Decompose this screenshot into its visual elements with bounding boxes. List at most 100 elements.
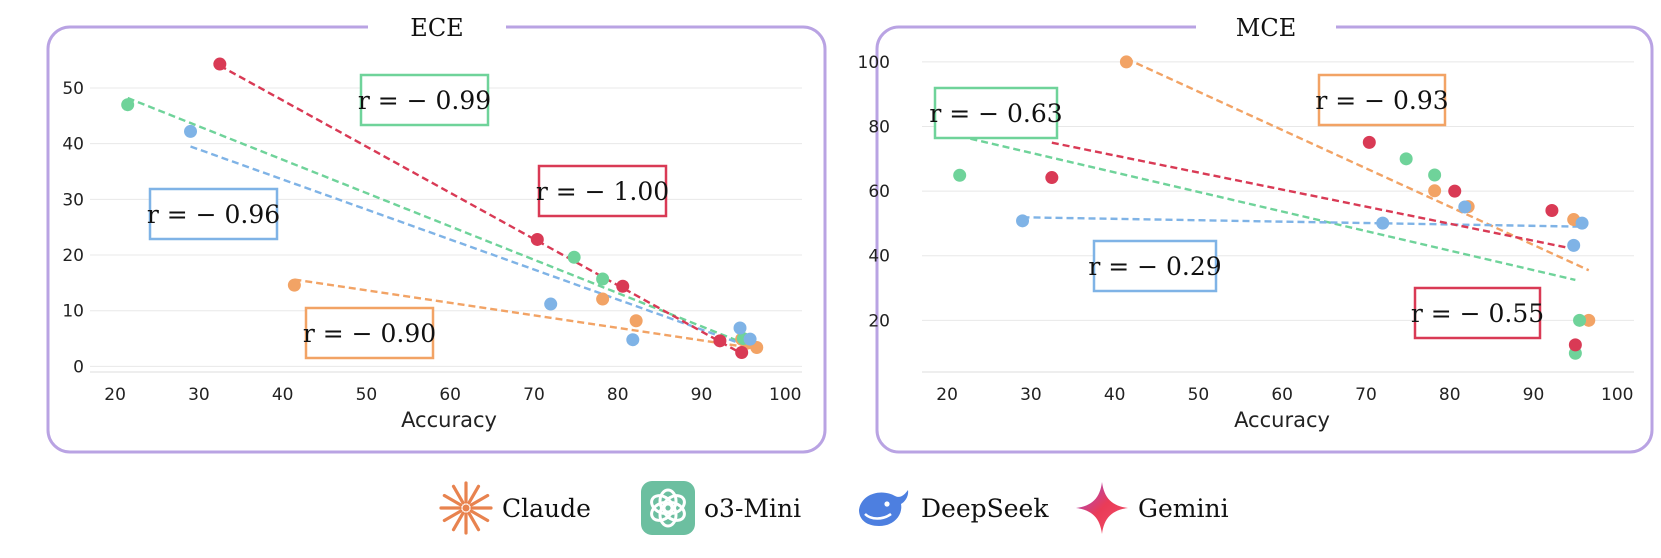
mce-fit-line-deepseek [1022, 216, 1583, 228]
legend-label-deepseek: DeepSeek [921, 493, 1049, 523]
ece-panel-title: ECE [410, 14, 463, 42]
ece-point-gemini [530, 232, 544, 246]
ece-title-gap [368, 20, 506, 34]
ece-r-box-claude [304, 306, 435, 360]
mce-title-gap [1196, 20, 1336, 34]
mce-r-box-gemini [1413, 286, 1542, 340]
mce-x-tick-label: 40 [1104, 385, 1126, 405]
mce-point-gemini [1362, 135, 1376, 149]
mce-point-o3mini [1399, 152, 1413, 166]
legend-item-o3-mini: o3-Mini [640, 480, 801, 536]
mce-y-tick-label: 100 [858, 53, 890, 73]
mce-r-box-claude [1317, 73, 1447, 127]
ece-point-claude [629, 314, 643, 328]
mce-fit-line-gemini [1051, 141, 1576, 251]
ece-x-tick-label: 70 [523, 385, 545, 405]
mce-point-o3mini [953, 168, 967, 182]
mce-point-deepseek [1376, 216, 1390, 230]
mce-point-claude [1428, 184, 1442, 198]
mce-r-label-o3mini: r = − 0.63 [929, 99, 1062, 128]
ece-point-deepseek [544, 297, 558, 311]
legend-item-gemini: Gemini [1074, 480, 1229, 536]
openai-knot-icon [641, 481, 695, 535]
mce-y-tick-label: 20 [868, 311, 890, 331]
ece-r-label-o3mini: r = − 0.99 [358, 86, 491, 115]
legend-item-deepseek: DeepSeek [853, 480, 1049, 536]
ece-point-gemini [213, 57, 227, 71]
ece-point-claude [596, 292, 610, 306]
ece-r-label-gemini: r = − 1.00 [536, 177, 669, 206]
legend-label-o3-mini: o3-Mini [704, 493, 802, 523]
ece-fit-line-deepseek [190, 145, 751, 349]
ece-point-deepseek [743, 332, 757, 346]
mce-point-o3mini [1428, 168, 1442, 182]
mce-point-claude [1119, 55, 1133, 69]
claude-sunburst-icon [439, 481, 493, 535]
mce-y-tick-label: 60 [868, 182, 890, 202]
mce-x-tick-label: 70 [1355, 385, 1377, 405]
ece-y-tick-label: 30 [62, 190, 84, 210]
legend-label-claude: Claude [502, 493, 591, 523]
mce-point-claude [1582, 313, 1596, 327]
ece-point-deepseek [626, 333, 640, 347]
ece-y-tick-label: 10 [62, 302, 84, 322]
ece-r-box-gemini [537, 164, 668, 218]
ece-y-tick-label: 40 [62, 135, 84, 155]
mce-fit-line-claude [1125, 57, 1590, 272]
mce-point-gemini [1545, 204, 1559, 217]
ece-point-o3mini [567, 250, 581, 264]
ece-x-tick-label: 50 [356, 385, 378, 405]
ece-y-tick-label: 50 [62, 79, 84, 99]
ece-x-tick-label: 20 [104, 385, 126, 405]
mce-r-label-deepseek: r = − 0.29 [1088, 252, 1221, 281]
ece-point-deepseek [184, 124, 198, 138]
deepseek-whale-icon [859, 490, 909, 526]
mce-x-tick-label: 20 [936, 385, 958, 405]
mce-r-label-gemini: r = − 0.55 [1411, 299, 1544, 328]
mce-x-tick-label: 50 [1188, 385, 1210, 405]
mce-x-tick-label: 80 [1439, 385, 1461, 405]
mce-r-box-o3mini [933, 86, 1059, 140]
ece-point-gemini [616, 279, 630, 293]
ece-r-box-o3mini [359, 73, 490, 127]
legend-label-gemini: Gemini [1138, 493, 1229, 523]
ece-point-claude [287, 278, 301, 292]
mce-x-tick-label: 30 [1020, 385, 1042, 405]
mce-point-deepseek [1567, 238, 1581, 252]
mce-point-gemini [1448, 184, 1462, 198]
ece-x-tick-label: 100 [769, 385, 801, 405]
ece-r-label-claude: r = − 0.90 [303, 319, 436, 348]
ece-x-tick-label: 80 [607, 385, 629, 405]
mce-y-tick-label: 40 [868, 247, 890, 267]
ece-fit-line-gemini [219, 64, 743, 355]
ece-point-deepseek [733, 321, 747, 335]
mce-point-gemini [1045, 171, 1059, 185]
ece-point-o3mini [596, 272, 610, 286]
mce-x-tick-label: 100 [1601, 385, 1633, 405]
mce-r-box-deepseek [1092, 239, 1218, 293]
ece-point-gemini [713, 334, 727, 348]
mce-x-tick-label: 60 [1271, 385, 1293, 405]
mce-point-deepseek [1458, 200, 1472, 214]
mce-point-deepseek [1016, 214, 1030, 228]
mce-x-axis-label: Accuracy [1234, 408, 1330, 432]
ece-x-axis-label: Accuracy [401, 408, 497, 432]
ece-point-o3mini [121, 98, 135, 112]
mce-point-deepseek [1575, 216, 1589, 230]
ece-x-tick-label: 60 [439, 385, 461, 405]
ece-y-tick-label: 0 [73, 357, 84, 377]
ece-x-tick-label: 90 [691, 385, 713, 405]
mce-x-tick-label: 90 [1523, 385, 1545, 405]
mce-point-o3mini [1573, 313, 1587, 327]
ece-y-tick-label: 20 [62, 246, 84, 266]
gemini-star-icon [1076, 482, 1128, 534]
legend: Claude o3-Mini DeepSeek [0, 470, 1661, 550]
mce-r-label-claude: r = − 0.93 [1315, 86, 1448, 115]
mce-point-gemini [1568, 338, 1582, 352]
ece-fit-line-o3mini [127, 96, 744, 345]
